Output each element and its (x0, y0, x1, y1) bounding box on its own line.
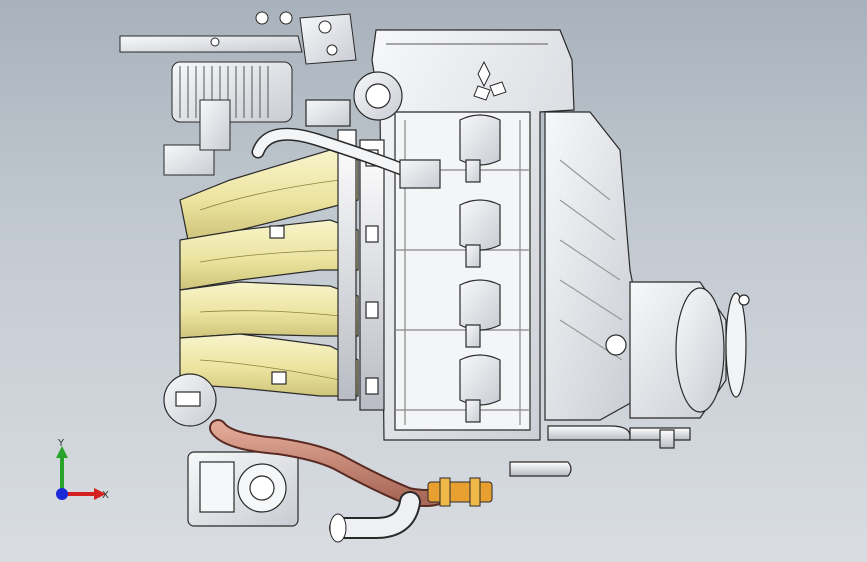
three-diamond-logo-icon (473, 60, 507, 101)
breather-pipe (251, 127, 411, 177)
egr-valve (163, 373, 217, 427)
exhaust-heat-shield (544, 111, 637, 421)
thermostat-housing (305, 71, 441, 189)
intake-manifold (179, 149, 359, 397)
ignition-coils (459, 114, 501, 423)
x-axis-label: X (102, 490, 109, 501)
top-mounting-bracket (119, 11, 357, 65)
z-axis-origin (56, 488, 68, 500)
ignition-coil (459, 114, 501, 183)
catalytic-converter (605, 281, 750, 419)
ignition-coil (459, 354, 501, 423)
lower-coolant-pipes (509, 425, 691, 477)
coolant-outlet-pipe (329, 491, 421, 543)
y-axis-arrow (56, 446, 68, 494)
alternator-assembly (163, 61, 293, 176)
fuel-rail (337, 129, 385, 411)
throttle-body (187, 451, 299, 527)
ignition-coil (459, 279, 501, 348)
y-axis-label: Y (57, 438, 65, 449)
x-axis-arrow (62, 488, 106, 500)
ignition-coil (459, 199, 501, 268)
coordinate-triad[interactable]: Y X (40, 436, 120, 516)
fuel-line-fitting (427, 477, 493, 507)
